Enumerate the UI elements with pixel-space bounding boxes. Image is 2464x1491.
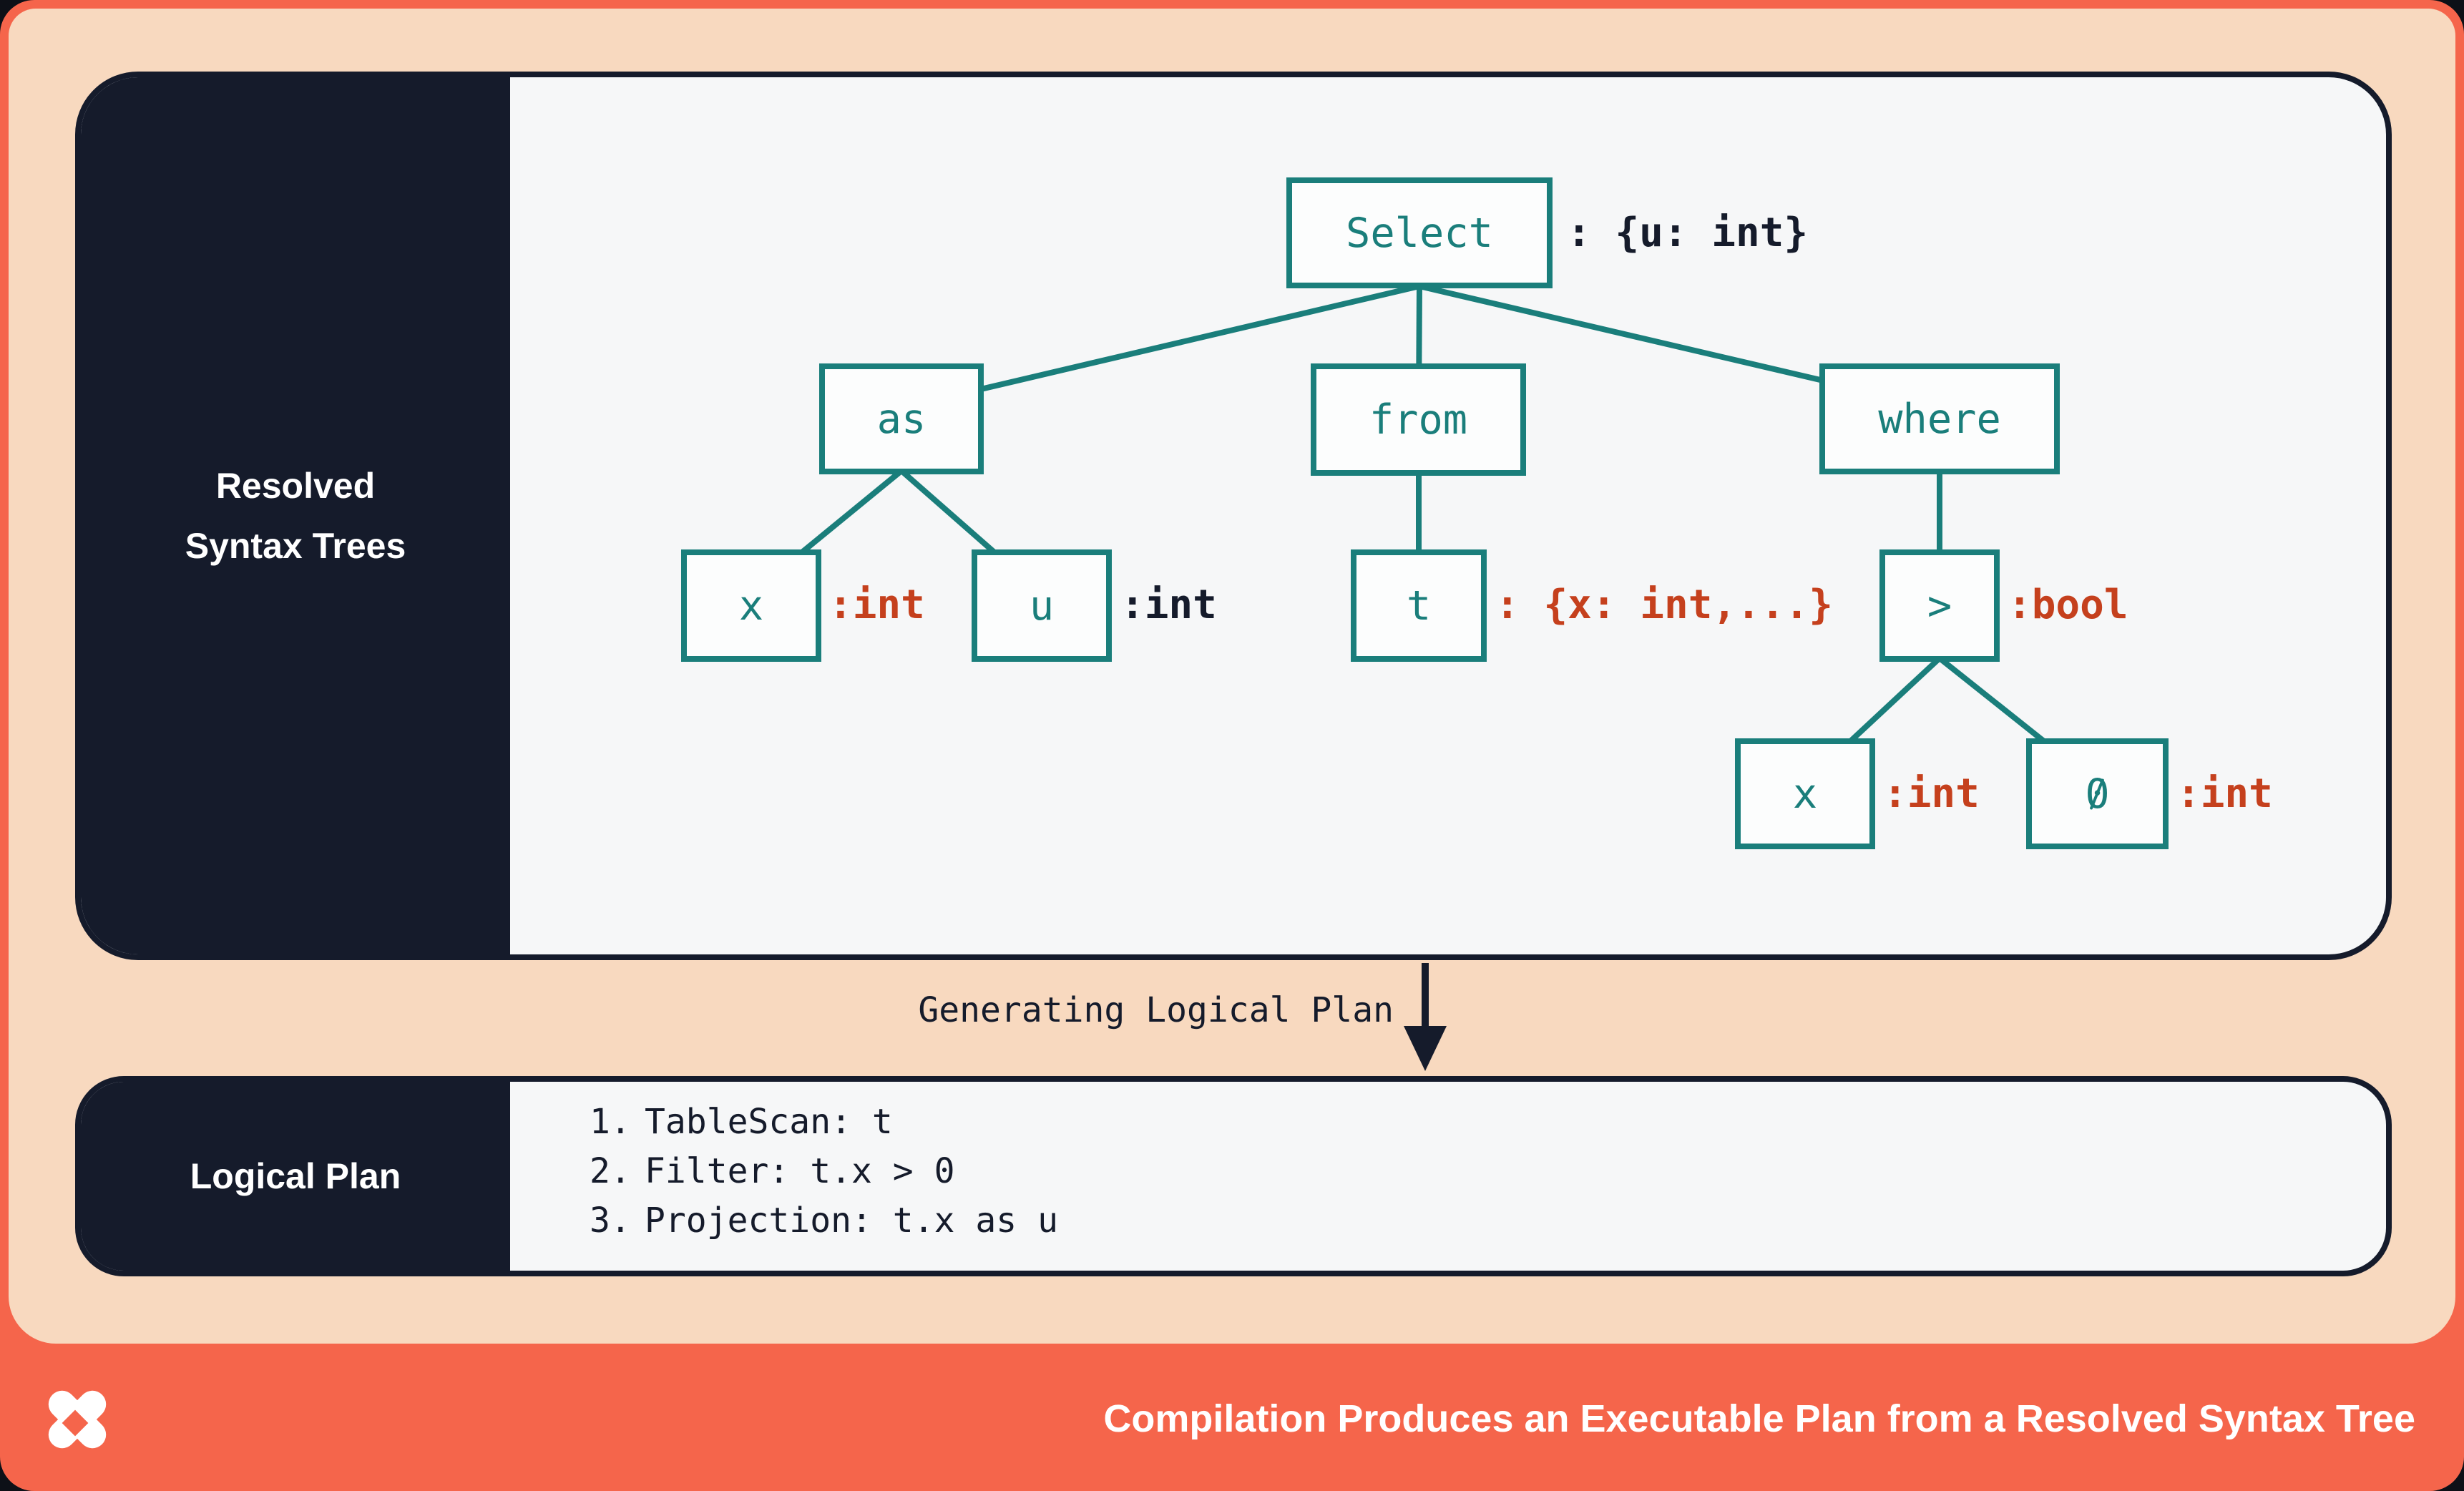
tree-node-greater-than-label: > xyxy=(1927,582,1952,630)
tree-node-t-label: t xyxy=(1406,582,1432,630)
tree-node-greater-than: > xyxy=(1879,549,2000,662)
tree-node-x-as-label: x xyxy=(738,582,764,630)
tree-node-as: as xyxy=(819,363,984,474)
plan-step-2: 2. Filter: t.x > 0 xyxy=(590,1146,1058,1196)
plan-step-3: 3. Projection: t.x as u xyxy=(590,1196,1058,1245)
plan-step-3-text: Projection: t.x as u xyxy=(645,1200,1058,1241)
tree-node-from-label: from xyxy=(1369,396,1468,444)
tree-node-select-label: Select xyxy=(1346,209,1493,257)
plan-step-1: 1. TableScan: t xyxy=(590,1097,1058,1146)
footer-caption: Compilation Produces an Executable Plan … xyxy=(1103,1397,2415,1440)
tree-node-t: t xyxy=(1351,549,1487,662)
tree-node-x-as: x xyxy=(681,549,821,662)
tree-node-x-where-label: x xyxy=(1792,770,1818,818)
annotation-x-as-type: :int xyxy=(828,582,925,628)
resolved-syntax-title-line1: Resolved xyxy=(215,466,376,506)
plan-step-2-text: Filter: t.x > 0 xyxy=(645,1150,955,1191)
dbt-logo xyxy=(48,1390,107,1449)
resolved-syntax-title-line2: Syntax Trees xyxy=(185,526,406,566)
logical-plan-title: Logical Plan xyxy=(190,1156,401,1196)
tree-node-u: u xyxy=(972,549,1112,662)
logical-plan-steps: 1. TableScan: t 2. Filter: t.x > 0 3. Pr… xyxy=(590,1097,1058,1245)
tree-node-where-label: where xyxy=(1878,395,2001,443)
plan-step-3-number: 3. xyxy=(590,1200,631,1241)
transition-label: Generating Logical Plan xyxy=(918,990,1394,1030)
tree-node-zero: 0 xyxy=(2026,738,2169,849)
plan-step-1-text: TableScan: t xyxy=(645,1101,893,1142)
tree-node-u-label: u xyxy=(1029,582,1055,630)
tree-node-zero-label: 0 xyxy=(2085,771,2109,818)
tree-node-select: Select xyxy=(1286,177,1553,288)
tree-node-from: from xyxy=(1311,363,1526,476)
annotation-select-type: : {u: int} xyxy=(1567,210,1809,256)
plan-step-2-number: 2. xyxy=(590,1150,631,1191)
annotation-zero-type: :int xyxy=(2176,771,2273,817)
tree-node-x-where: x xyxy=(1735,738,1875,849)
resolved-syntax-card: Resolved Syntax Trees xyxy=(75,72,2392,960)
annotation-u-type: :int xyxy=(1120,582,1217,628)
annotation-x-where-type: :int xyxy=(1883,771,1980,817)
tree-node-where: where xyxy=(1819,363,2060,474)
tree-node-as-label: as xyxy=(876,395,927,443)
plan-step-1-number: 1. xyxy=(590,1101,631,1142)
logical-plan-sidebar: Logical Plan xyxy=(81,1082,510,1271)
resolved-syntax-sidebar: Resolved Syntax Trees xyxy=(81,77,510,954)
logical-plan-card: Logical Plan xyxy=(75,1076,2392,1276)
annotation-greater-than-type: :bool xyxy=(2008,582,2128,628)
annotation-t-type: : {x: int,...} xyxy=(1495,582,1834,628)
